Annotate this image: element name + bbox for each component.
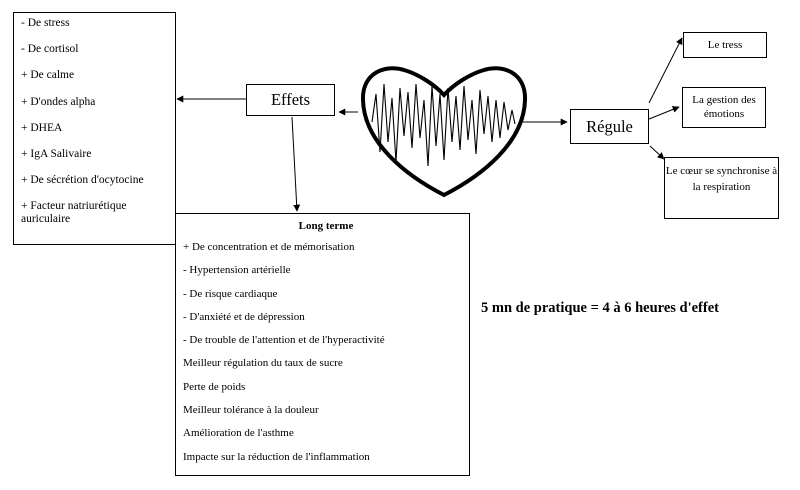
effets-item: - De stress [21, 17, 70, 29]
long-terme-item: - D'anxiété et de dépression [183, 310, 305, 323]
effets-item: + Facteur natriurétique auriculaire [21, 200, 127, 226]
long-terme-item: - De trouble de l'attention et de l'hype… [183, 334, 385, 347]
long-terme-item: - De risque cardiaque [183, 287, 278, 300]
long-terme-item: Impacte sur la réduction de l'inflammati… [183, 450, 370, 463]
coeur-node: Le cœur se synchronise à la respiration [664, 157, 779, 219]
tress-node: Le tress [683, 32, 767, 58]
regule-node: Régule [570, 109, 649, 144]
long-terme-item: Meilleur régulation du taux de sucre [183, 357, 343, 370]
effets-item: + DHEA [21, 121, 63, 134]
long-terme-item: Perte de poids [183, 380, 246, 393]
arrow-regule-to-gestion [648, 106, 680, 120]
long-terme-title: Long terme [298, 220, 354, 232]
long-terme-item: Meilleur tolérance à la douleur [183, 404, 319, 417]
gestion-node: La gestion des émotions [682, 87, 766, 128]
effets-item: - De cortisol [21, 43, 79, 56]
long-terme-item: - Hypertension artérielle [183, 264, 291, 277]
arrow-effets-to-long-terme [291, 116, 301, 212]
arrow-regule-to-tress [648, 37, 683, 104]
heart-icon [360, 66, 528, 198]
long-terme-item: + De concentration et de mémorisation [183, 241, 355, 253]
heartbeat-wave [371, 83, 516, 167]
practice-duration-note: 5 mn de pratique = 4 à 6 heures d'effet [481, 300, 719, 316]
effets-item: + De sécrétion d'ocytocine [21, 174, 144, 187]
effets-item: + IgA Salivaire [21, 147, 92, 160]
effets-item: + D'ondes alpha [21, 95, 96, 108]
effets-node: Effets [246, 84, 335, 116]
arrow-regule-to-coeur [649, 145, 665, 160]
effets-item: + De calme [21, 69, 75, 82]
long-terme-box: Long terme + De concentration et de mémo… [175, 213, 470, 476]
effets-list-box: - De stress - De cortisol + De calme + D… [13, 12, 176, 245]
long-terme-item: Amélioration de l'asthme [183, 427, 294, 440]
